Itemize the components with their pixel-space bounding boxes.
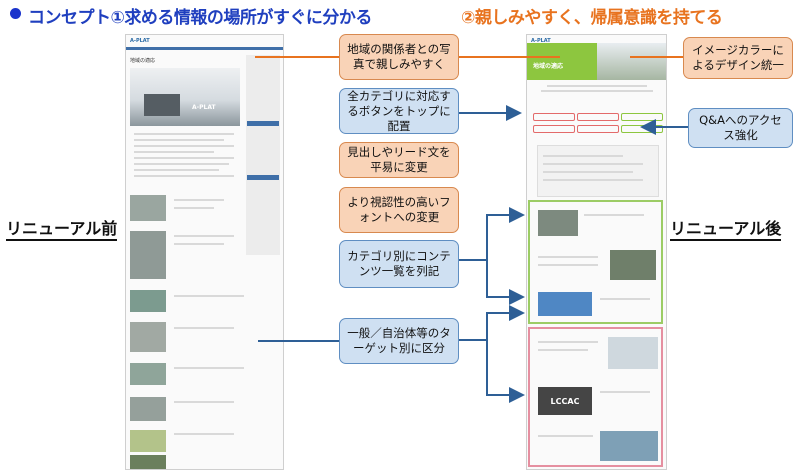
after-logo: A-PLAT [531,38,551,44]
municipality-section-frame: LCCAC [528,327,663,467]
before-logo: A-PLAT [130,38,150,44]
arrow-list-bottom [486,260,525,305]
arrow-target-top [458,305,525,341]
before-screenshot: A-PLAT 地域の適応 A-PLAT [125,34,284,470]
arrow-list-top [458,207,525,261]
callout-photo: 地域の関係者との写真で親しみやすく [339,34,459,80]
callout-list: カテゴリ別にコンテンツ一覧を列記 [339,240,459,288]
callout-color: イメージカラーによるデザイン統一 [683,37,793,79]
before-banner: A-PLAT [130,68,240,126]
concept-1-title: コンセプト①求める情報の場所がすぐに分かる [28,8,372,28]
after-hero: 地域の適応 [527,43,666,80]
title-bar: コンセプト①求める情報の場所がすぐに分かる ②親しみやすく、帰属意識を持てる [6,2,796,28]
before-banner-text: A-PLAT [192,104,216,111]
general-section-frame [528,200,663,324]
arrow-target-bottom [486,340,525,403]
callout-font: より視認性の高いフォントへの変更 [339,187,459,233]
bullet-icon [10,8,21,19]
after-heading: 地域の適応 [533,63,564,70]
after-label: リニューアル後 [670,215,782,241]
callout-qa: Q&Aへのアクセス強化 [688,108,793,148]
before-heading: 地域の適応 [130,58,156,64]
callout-headline: 見出しやリード文を平易に変更 [339,142,459,178]
after-screenshot: A-PLAT 地域の適応 LCCAC [526,34,667,470]
callout-buttons: 全カテゴリに対応するボタンをトップに配置 [339,88,459,134]
lccac-logo: LCCAC [538,387,592,415]
before-label: リニューアル前 [6,215,118,241]
callout-target: 一般／自治体等のターゲット別に区分 [339,318,459,364]
concept-2-title: ②親しみやすく、帰属意識を持てる [461,8,723,28]
